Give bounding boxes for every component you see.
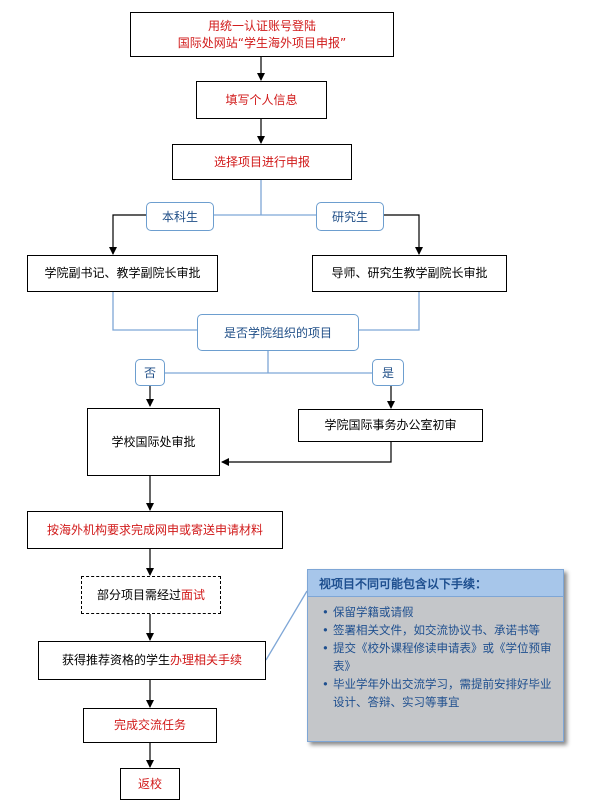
grad-approval-box: 导师、研究生教学副院长审批 xyxy=(312,255,507,292)
tag-grad-label: 研究生 xyxy=(331,210,368,224)
note-item: 保留学籍或请假 xyxy=(322,603,555,621)
return-box: 返校 xyxy=(120,768,180,800)
connector-grad-join xyxy=(359,292,420,331)
tag-no: 否 xyxy=(135,359,165,386)
arrow-grad xyxy=(384,214,423,255)
connector-undergrad-join xyxy=(112,292,197,331)
select-project-label: 选择项目进行申报 xyxy=(213,154,310,169)
procedures-note: 视项目不同可能包含以下手续： 保留学籍或请假 签署相关文件，如交流协议书、承诺书… xyxy=(307,569,564,742)
return-label: 返校 xyxy=(137,776,162,791)
arrow-office-to-intl xyxy=(221,442,392,466)
office-review-label: 学院国际事务办公室初审 xyxy=(324,418,457,432)
interview-word: 面试 xyxy=(181,587,206,602)
login-line2: 国际处网站“学生海外项目申报” xyxy=(177,35,347,50)
note-item: 毕业学年外出交流学习，需提前安排好毕业设计、答辩、实习等事宜 xyxy=(322,675,555,711)
connector-note-callout xyxy=(265,590,308,661)
tag-org-question-label: 是否学院组织的项目 xyxy=(223,326,332,340)
tag-undergrad: 本科生 xyxy=(146,202,214,231)
complete-box: 完成交流任务 xyxy=(83,708,217,743)
fill-info-box: 填写个人信息 xyxy=(196,81,327,119)
login-box: 用统一认证账号登陆 国际处网站“学生海外项目申报” xyxy=(130,12,394,57)
note-list: 保留学籍或请假 签署相关文件，如交流协议书、承诺书等 提交《校外课程修读申请表》… xyxy=(308,597,563,711)
apply-materials-label: 按海外机构要求完成网申或寄送申请材料 xyxy=(46,522,263,537)
interview-box: 部分项目需经过面试 xyxy=(81,576,221,614)
undergrad-approval-box: 学院副书记、教学副院长审批 xyxy=(27,255,218,292)
tag-yes-label: 是 xyxy=(381,366,394,380)
arrow-undergrad xyxy=(109,214,146,255)
intl-approval-box: 学校国际处审批 xyxy=(87,408,220,476)
tag-yes: 是 xyxy=(372,359,404,386)
office-review-box: 学院国际事务办公室初审 xyxy=(298,409,483,442)
procedures-label: 获得推荐资格的学生办理相关手续 xyxy=(62,652,242,669)
tag-grad: 研究生 xyxy=(316,202,384,231)
apply-materials-box: 按海外机构要求完成网申或寄送申请材料 xyxy=(27,511,283,549)
login-line1: 用统一认证账号登陆 xyxy=(207,18,316,33)
procedures-prefix: 获得推荐资格的学生 xyxy=(61,653,170,667)
tag-no-label: 否 xyxy=(143,366,156,380)
grad-approval-label: 导师、研究生教学副院长审批 xyxy=(331,266,488,280)
intl-approval-label: 学校国际处审批 xyxy=(111,434,196,449)
undergrad-approval-label: 学院副书记、教学副院长审批 xyxy=(44,266,201,280)
fill-info-label: 填写个人信息 xyxy=(225,92,298,107)
interview-prefix: 部分项目需经过 xyxy=(96,587,181,602)
tag-undergrad-label: 本科生 xyxy=(161,210,198,224)
tag-org-question: 是否学院组织的项目 xyxy=(197,314,359,351)
procedures-box: 获得推荐资格的学生办理相关手续 xyxy=(38,641,266,680)
note-title: 视项目不同可能包含以下手续： xyxy=(308,570,563,597)
interview-label: 部分项目需经过面试 xyxy=(97,587,205,604)
select-project-box: 选择项目进行申报 xyxy=(172,144,352,180)
note-item: 签署相关文件，如交流协议书、承诺书等 xyxy=(322,621,555,639)
note-item: 提交《校外课程修读申请表》或《学位预审表》 xyxy=(322,639,555,675)
complete-label: 完成交流任务 xyxy=(113,718,186,732)
procedures-suffix: 办理相关手续 xyxy=(170,653,243,667)
